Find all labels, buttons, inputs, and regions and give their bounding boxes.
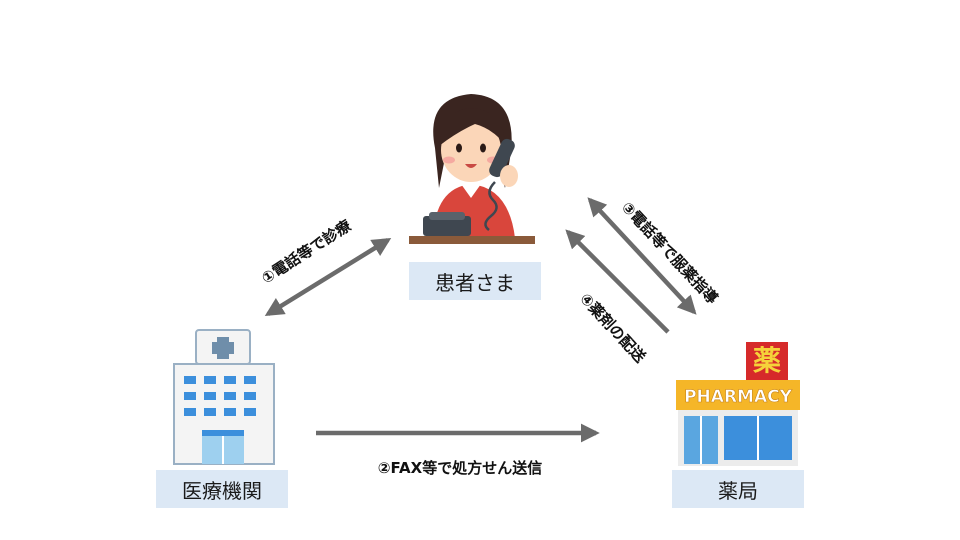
node-pharmacy: 薬局 (672, 470, 804, 508)
arrow-step1 (264, 238, 392, 316)
arrow-step3 (587, 197, 697, 315)
patient-illustration (409, 94, 535, 244)
pharmacy-kanji: 薬 (753, 344, 781, 377)
pharmacy-illustration: 薬 PHARMACY (676, 342, 800, 466)
node-patient: 患者さま (409, 262, 541, 300)
pharmacy-sign: PHARMACY (684, 387, 792, 407)
pharmacy-kanji-sign (746, 342, 788, 380)
arrow-step4 (565, 229, 670, 334)
edge-label-step2: ②FAX等で処方せん送信 (377, 459, 543, 477)
hospital-illustration (173, 329, 275, 465)
node-hospital: 医療機関 (156, 470, 288, 508)
